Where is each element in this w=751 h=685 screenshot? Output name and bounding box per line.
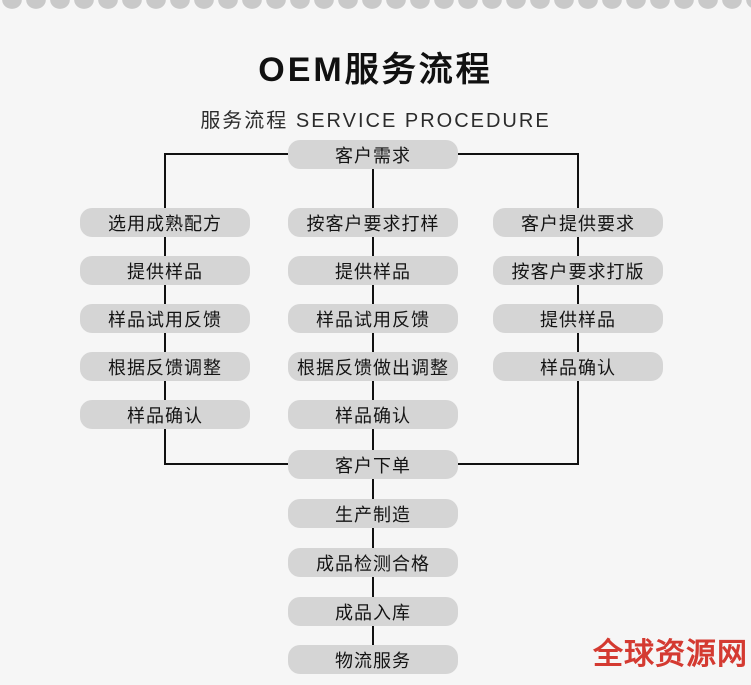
page-subtitle: 服务流程 SERVICE PROCEDURE	[200, 110, 551, 132]
flow-node-sample-confirm-right: 样品确认	[493, 352, 663, 381]
connector	[372, 528, 374, 548]
connector	[577, 285, 579, 304]
connector	[164, 285, 166, 304]
flow-node-provide-sample-left: 提供样品	[80, 256, 250, 285]
connector	[577, 381, 579, 465]
connector	[577, 153, 579, 208]
connector	[165, 463, 288, 465]
flow-node-provide-sample-mid: 提供样品	[288, 256, 458, 285]
site-watermark: 全球资源网	[593, 638, 748, 671]
flow-node-warehousing: 成品入库	[288, 597, 458, 626]
flow-node-adjust-by-feedback-mid: 根据反馈做出调整	[288, 352, 458, 381]
connector	[164, 237, 166, 256]
connector	[165, 153, 288, 155]
torn-edge-decoration	[0, 0, 751, 10]
flow-node-adjust-by-feedback-left: 根据反馈调整	[80, 352, 250, 381]
connector	[372, 626, 374, 645]
flow-node-provide-sample-right: 提供样品	[493, 304, 663, 333]
connector	[164, 333, 166, 352]
page-title: OEM服务流程	[258, 51, 493, 89]
connector	[372, 429, 374, 450]
connector	[164, 153, 166, 208]
connector	[458, 153, 579, 155]
flow-node-sample-trial-feedback-mid: 样品试用反馈	[288, 304, 458, 333]
flow-node-qc-pass: 成品检测合格	[288, 548, 458, 577]
flow-node-customer-demand: 客户需求	[288, 140, 458, 169]
flow-node-sample-per-customer-request: 按客户要求打样	[288, 208, 458, 237]
flow-node-pattern-per-customer-request: 按客户要求打版	[493, 256, 663, 285]
flow-node-sample-confirm-mid: 样品确认	[288, 400, 458, 429]
connector	[577, 333, 579, 352]
connector	[372, 577, 374, 597]
connector	[458, 463, 579, 465]
flow-node-sample-trial-feedback-left: 样品试用反馈	[80, 304, 250, 333]
connector	[577, 237, 579, 256]
flow-node-select-mature-formula: 选用成熟配方	[80, 208, 250, 237]
flow-node-customer-provides-requirements: 客户提供要求	[493, 208, 663, 237]
connector	[372, 333, 374, 352]
connector	[372, 381, 374, 400]
connector	[372, 479, 374, 499]
connector	[372, 169, 374, 208]
flow-node-logistics: 物流服务	[288, 645, 458, 674]
flow-node-production: 生产制造	[288, 499, 458, 528]
flow-node-customer-order: 客户下单	[288, 450, 458, 479]
connector	[164, 429, 166, 465]
connector	[372, 237, 374, 256]
connector	[372, 285, 374, 304]
flow-node-sample-confirm-left: 样品确认	[80, 400, 250, 429]
connector	[164, 381, 166, 400]
